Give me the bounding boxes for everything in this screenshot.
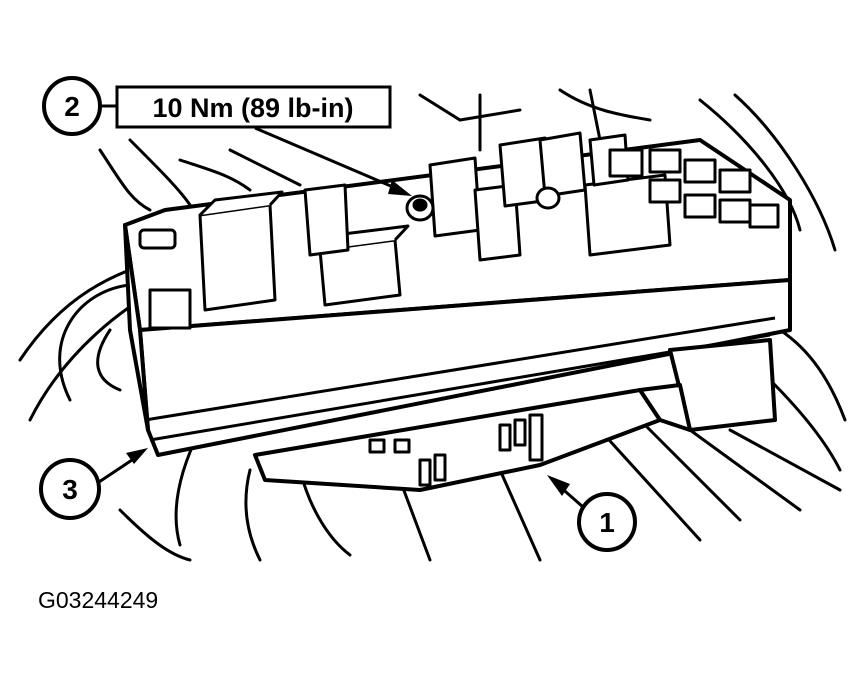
small-connector xyxy=(138,228,177,250)
callout-3: 3 xyxy=(39,448,148,520)
torque-label-box xyxy=(115,85,392,129)
relay-mid-1 xyxy=(303,183,350,257)
latch xyxy=(148,288,192,330)
fuse-slot-1 xyxy=(648,148,682,174)
fuse-slot-7 xyxy=(608,148,644,178)
callout-1: 1 xyxy=(547,475,637,552)
bolt-head-2 xyxy=(535,186,561,210)
relay-mid-2 xyxy=(428,156,482,238)
fuse-slot-6 xyxy=(748,203,780,229)
fuse-slot-5 xyxy=(718,198,752,224)
callout-1-arrowhead xyxy=(547,475,570,496)
fuse-slot-4 xyxy=(683,193,717,219)
callout-1-circle xyxy=(577,492,637,552)
fuse-slot-8 xyxy=(648,178,682,204)
relay-left-1 xyxy=(198,203,277,312)
fuse-slot-2 xyxy=(683,158,717,184)
mounting-bolt xyxy=(405,186,561,222)
fuse-slot-3 xyxy=(718,168,752,194)
torque-spec-label: 10 Nm (89 lb-in) xyxy=(152,93,353,123)
callout-2-number: 2 xyxy=(64,91,80,122)
callout-2: 2 10 Nm (89 lb-in) xyxy=(42,76,412,196)
callout-2-arrowhead xyxy=(388,180,412,196)
callout-1-number: 1 xyxy=(599,507,615,538)
callout-3-circle xyxy=(39,458,101,520)
callout-3-arrowhead xyxy=(126,448,148,464)
relays-and-fuses xyxy=(138,131,780,487)
background-wiring xyxy=(18,88,847,562)
relay-mid-5 xyxy=(538,131,587,198)
figure-id-label: G03244249 xyxy=(38,587,158,613)
housing-side xyxy=(123,223,150,432)
callout-3-number: 3 xyxy=(62,474,78,505)
